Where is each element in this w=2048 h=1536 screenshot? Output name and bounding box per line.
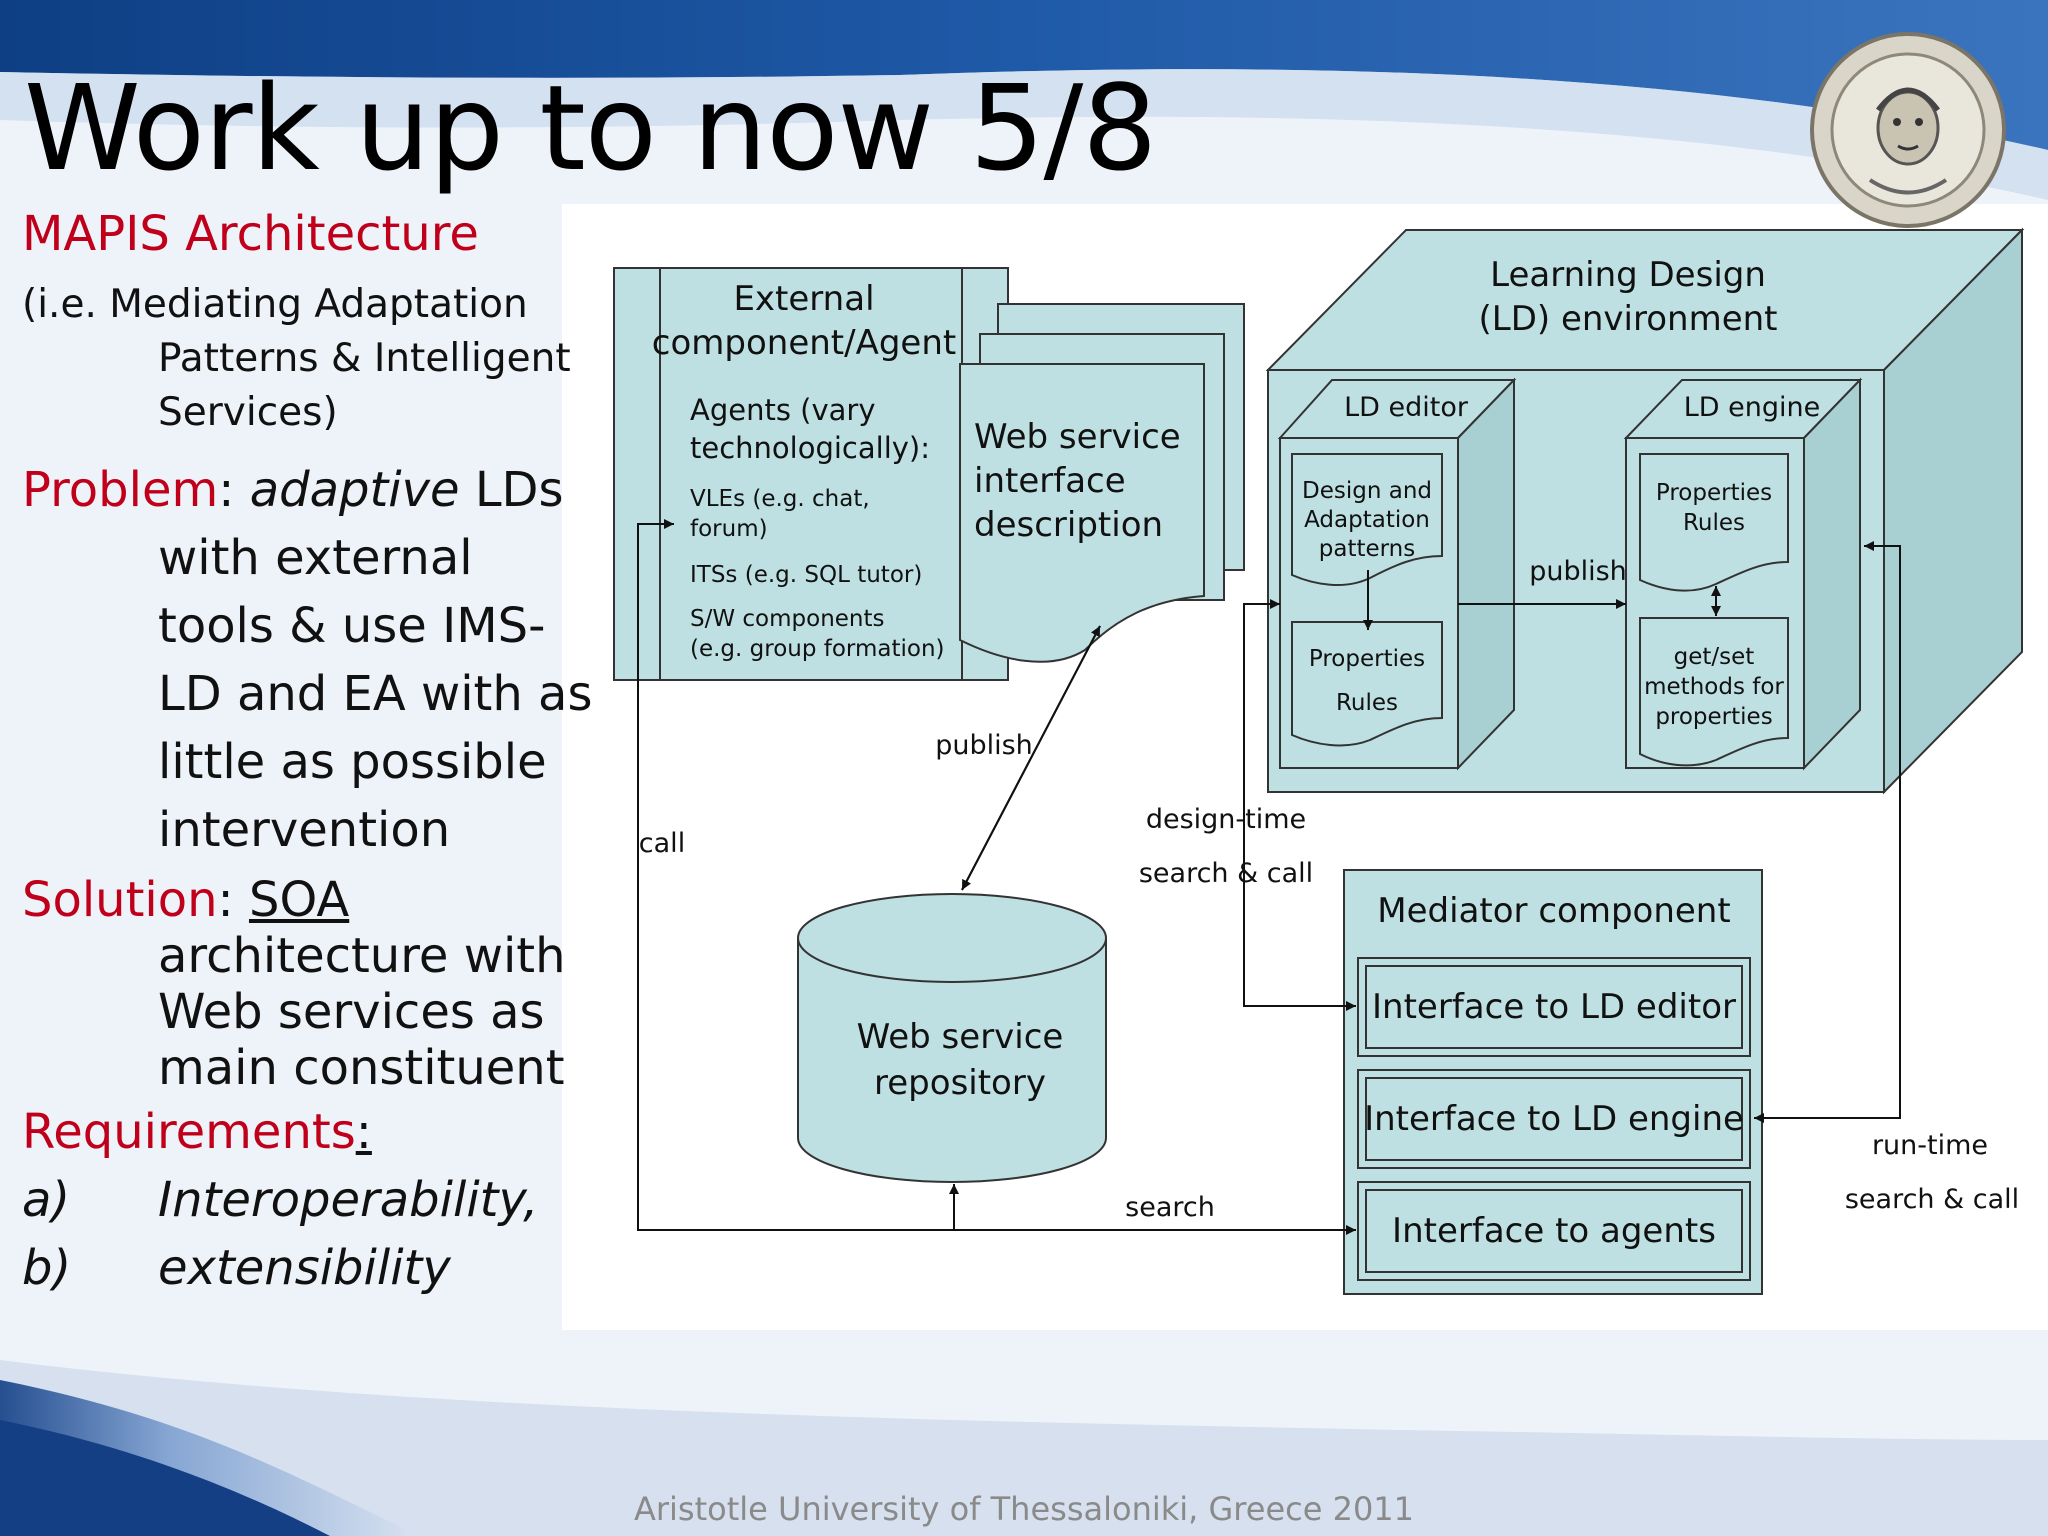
subheading-line-1: (i.e. Mediating Adaptation (22, 282, 528, 327)
mediator-title: Mediator component (1377, 891, 1730, 931)
web-service-description-doc (959, 303, 1245, 663)
problem-italic-word: adaptive (249, 462, 460, 518)
agents-line-2: technologically): (690, 431, 930, 465)
label-run-time: run-time (1872, 1130, 1988, 1161)
subheading-line-2: Patterns & Intelligent (158, 336, 571, 381)
label-call: call (639, 828, 685, 859)
agent-item-3-line-2: (e.g. group formation) (690, 636, 945, 662)
editor-doc2-line-2: Rules (1336, 690, 1398, 716)
label-publish-top: publish (1529, 556, 1627, 587)
problem-line-5: intervention (158, 802, 451, 858)
problem-line-0: LDs (474, 462, 564, 518)
label-publish-bottom: publish (935, 730, 1033, 761)
editor-doc1-line-2: Adaptation (1304, 507, 1430, 533)
agent-item-3-line-1: S/W components (690, 606, 885, 632)
engine-doc2-line-3: properties (1655, 704, 1772, 730)
interface-ld-engine: Interface to LD engine (1364, 1099, 1744, 1139)
problem-line-4: little as possible (158, 734, 547, 790)
solution-label: Solution (22, 872, 218, 928)
repository-line-1: Web service (857, 1017, 1064, 1057)
repository-line-2: repository (874, 1063, 1046, 1103)
agent-item-1-line-2: forum) (690, 516, 768, 542)
interface-ld-editor: Interface to LD editor (1372, 987, 1736, 1027)
external-title-2: component/Agent (652, 323, 956, 363)
subheading-line-3: Services) (158, 390, 338, 435)
external-title-1: External (733, 279, 874, 319)
connectors (637, 519, 1901, 1235)
interface-agents: Interface to agents (1392, 1211, 1716, 1251)
requirements-line: Requirements: (22, 1104, 372, 1160)
solution-colon: : (217, 872, 234, 928)
engine-doc2-line-1: get/set (1674, 644, 1755, 670)
problem-colon: : (218, 462, 235, 518)
solution-line-3: main constituent (158, 1040, 565, 1096)
problem-line-2: tools & use IMS- (158, 598, 546, 654)
ld-environment-title-1: Learning Design (1490, 255, 1766, 295)
requirement-a-marker: a) (22, 1172, 71, 1228)
problem-line: Problem: adaptive LDs (22, 462, 564, 518)
engine-doc2-line-2: methods for (1644, 674, 1784, 700)
label-run-search-call: search & call (1845, 1184, 2019, 1215)
editor-doc2-line-1: Properties (1309, 646, 1425, 672)
ld-editor-box (1277, 377, 1517, 771)
ld-environment-title-2: (LD) environment (1479, 299, 1778, 339)
requirement-a-text: Interoperability, (158, 1172, 539, 1228)
problem-line-3: LD and EA with as (158, 666, 593, 722)
solution-line-2: Web services as (158, 984, 545, 1040)
problem-line-1: with external (158, 530, 473, 586)
solution-line-1: architecture with (158, 928, 566, 984)
engine-doc1-line-1: Properties (1656, 480, 1772, 506)
solution-word: SOA (248, 872, 350, 928)
mediator-component-box (1343, 869, 1763, 1295)
problem-label: Problem (22, 462, 219, 518)
agents-line-1: Agents (vary (690, 393, 876, 427)
requirement-b-text: extensibility (158, 1240, 451, 1296)
university-seal-icon (1810, 32, 2006, 228)
architecture-heading: MAPIS Architecture (22, 206, 479, 262)
requirements-label: Requirements (22, 1104, 356, 1160)
publish-from-description-arrow (961, 625, 1101, 891)
mapis-architecture-diagram: External component/Agent Agents (vary te… (613, 227, 2025, 1295)
label-design-search-call: search & call (1139, 858, 1313, 889)
editor-doc1-line-1: Design and (1302, 478, 1432, 504)
requirements-colon: : (355, 1104, 372, 1160)
agent-item-1-line-1: VLEs (e.g. chat, (690, 486, 870, 512)
solution-line: Solution: SOA (22, 872, 349, 928)
web-service-repository-cylinder (797, 893, 1107, 1183)
slide-title: Work up to now 5/8 (24, 59, 1157, 197)
engine-doc1-line-2: Rules (1683, 510, 1745, 536)
ld-engine-title: LD engine (1684, 392, 1821, 423)
ws-description-line-1: Web service (974, 417, 1181, 457)
label-search: search (1125, 1192, 1215, 1223)
agent-item-2: ITSs (e.g. SQL tutor) (690, 562, 922, 588)
ws-description-line-3: description (974, 505, 1163, 545)
slide-footer: Aristotle University of Thessaloniki, Gr… (633, 1490, 1415, 1528)
label-design-time: design-time (1146, 804, 1306, 835)
ld-editor-title: LD editor (1344, 392, 1469, 423)
editor-doc1-line-3: patterns (1319, 536, 1416, 562)
ws-description-line-2: interface (974, 461, 1126, 501)
requirement-b-marker: b) (22, 1240, 72, 1296)
